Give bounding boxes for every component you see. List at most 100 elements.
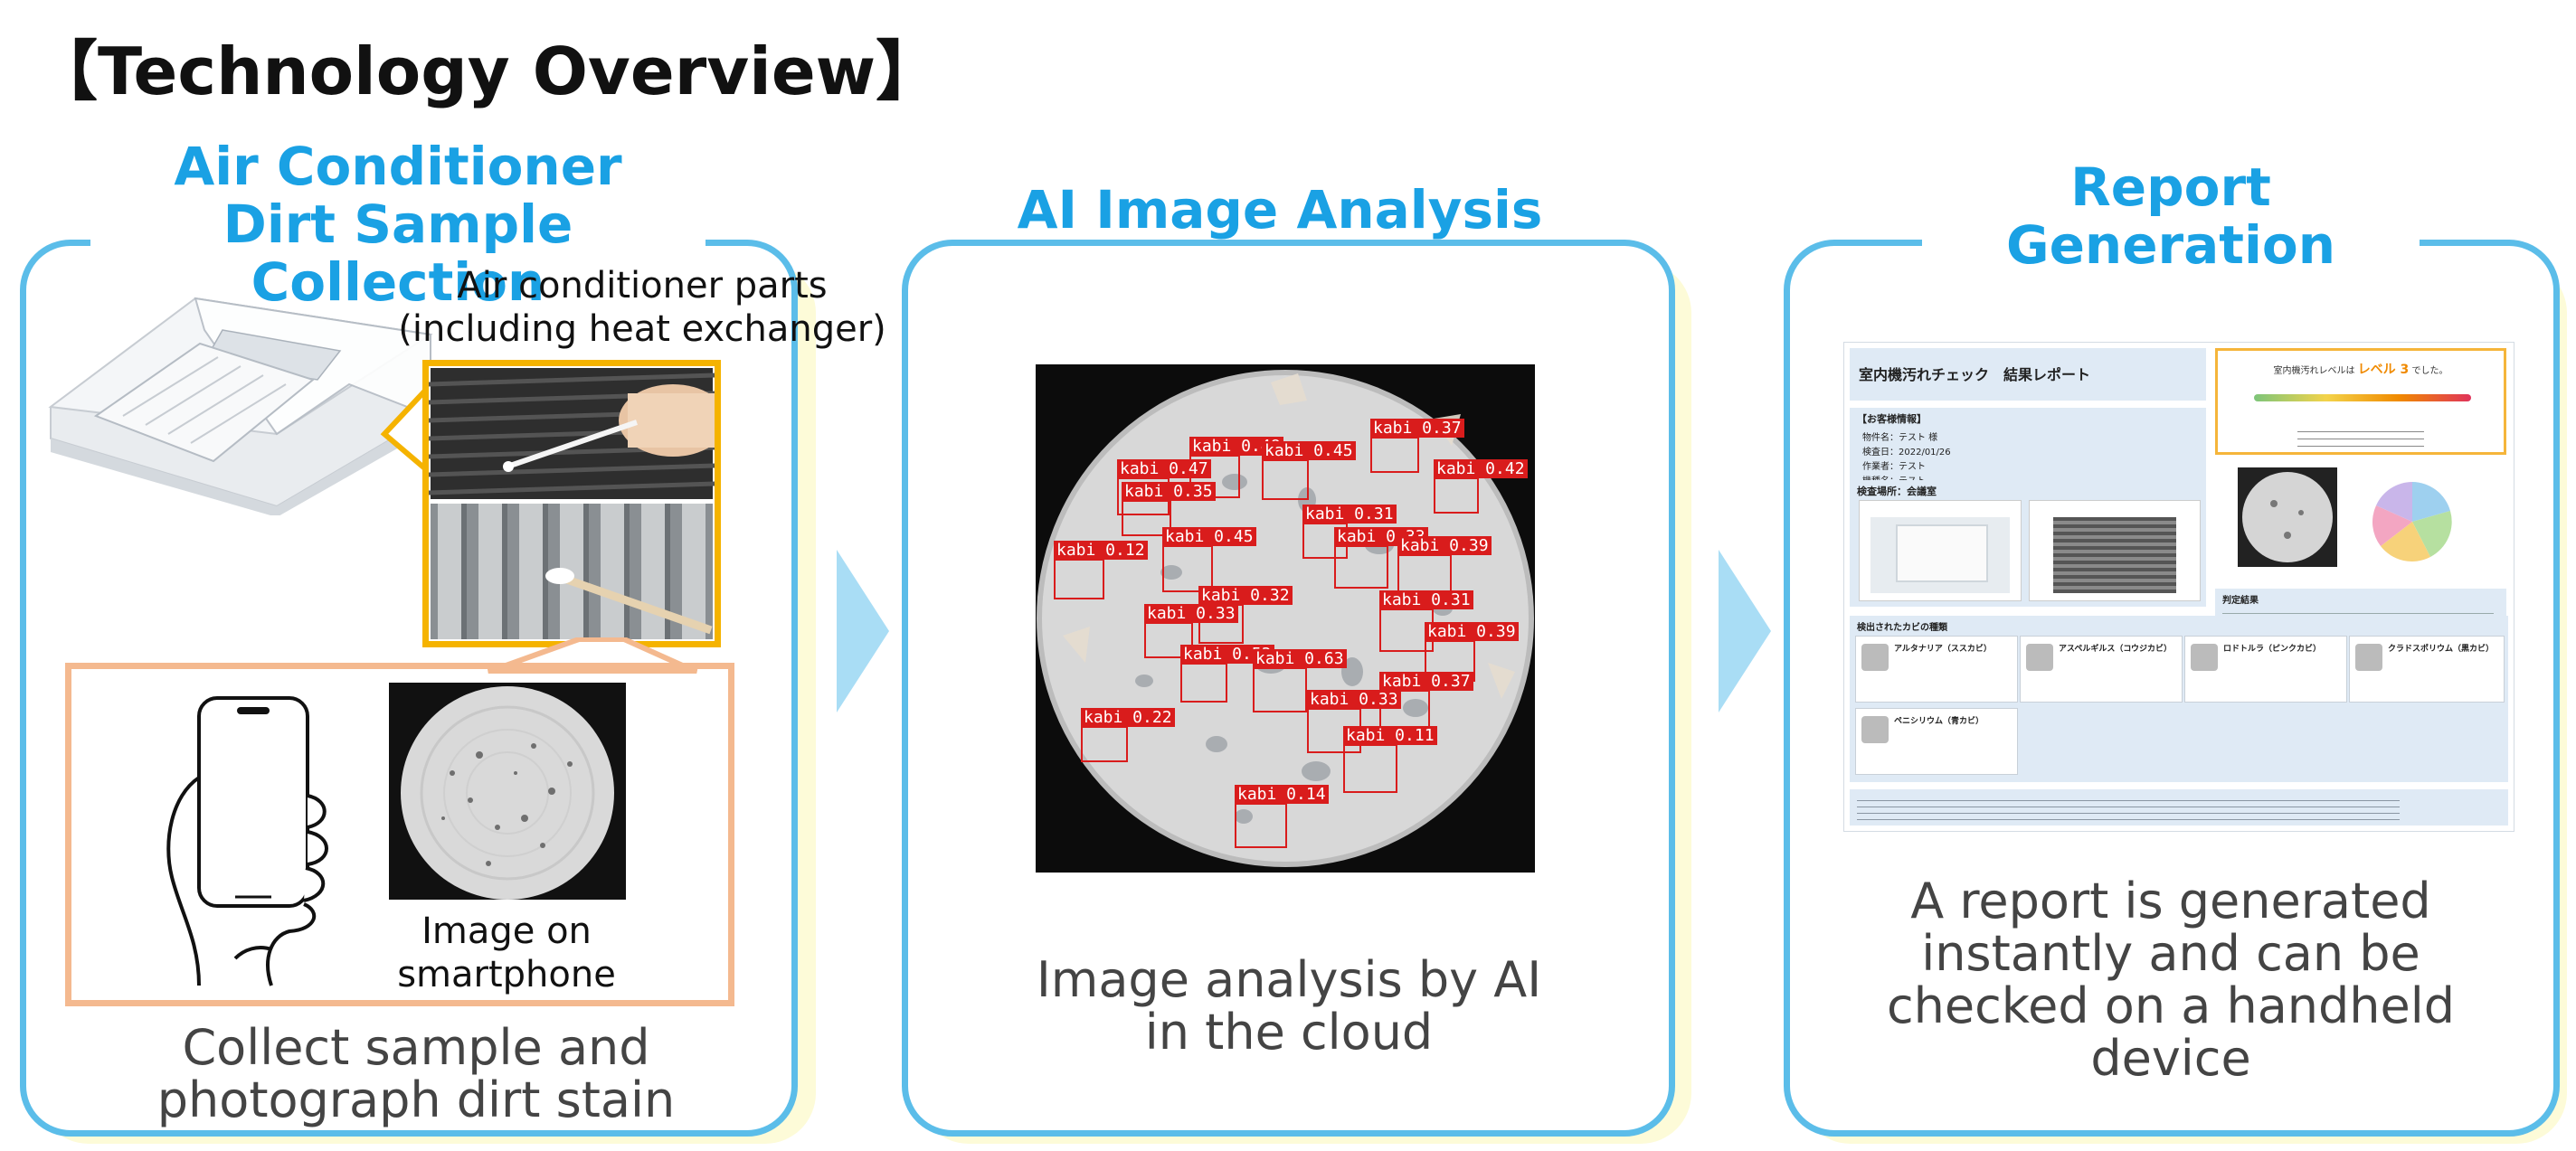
report-title-block bbox=[1850, 348, 2206, 401]
detection-label: kabi 0.11 bbox=[1343, 726, 1437, 745]
report-fungi-card-4: クラドスポリウム（黒カビ） bbox=[2349, 636, 2505, 703]
heading-analysis: AI Image Analysis bbox=[990, 181, 1569, 239]
page-title: 【Technology Overview】 bbox=[33, 33, 942, 109]
detection-box: kabi 0.45 bbox=[1262, 441, 1356, 500]
report-fungi-name-1: アルタナリア（ススカビ） bbox=[1894, 645, 1992, 654]
detection-box: kabi 0.32 bbox=[1198, 586, 1293, 644]
detection-box: kabi 0.22 bbox=[1081, 708, 1175, 762]
heading-report: Report Generation bbox=[1922, 158, 2420, 274]
detection-box: kabi 0.45 bbox=[1162, 527, 1256, 592]
heading-collection-line1: Air Conditioner bbox=[174, 136, 622, 197]
caption-report-line2: instantly and can be bbox=[1921, 925, 2420, 982]
parts-photos bbox=[428, 368, 727, 639]
detection-box: kabi 0.53 bbox=[1180, 645, 1274, 703]
report-fungi-heading: 検出されたカビの種類 bbox=[1857, 623, 1947, 633]
detection-label: kabi 0.33 bbox=[1307, 690, 1401, 709]
report-level-prefix: 室内機汚れレベルは bbox=[2273, 366, 2355, 376]
caption-analysis-line1: Image analysis by AI bbox=[1036, 951, 1542, 1008]
detection-label: kabi 0.32 bbox=[1198, 586, 1293, 605]
report-preview: 室内機汚れチェック 結果レポート 【お客様情報】 物件名：テスト 様 検査日：2… bbox=[1843, 342, 2514, 832]
heading-collection-line2: Dirt Sample Collection bbox=[223, 193, 573, 313]
report-fungi-name-3: ロドトルラ（ピンクカビ） bbox=[2223, 645, 2322, 654]
detection-box: kabi 0.33 bbox=[1334, 527, 1428, 589]
detection-label: kabi 0.39 bbox=[1397, 536, 1492, 555]
report-pie-chart bbox=[2372, 482, 2452, 561]
caption-collection-line2: photograph dirt stain bbox=[156, 1071, 676, 1128]
smartphone-sample-image bbox=[389, 683, 626, 900]
detection-box: kabi 0.37 bbox=[1370, 419, 1464, 473]
report-fungi-card-1: アルタナリア（ススカビ） bbox=[1855, 636, 2018, 703]
detection-box: kabi 0.31 bbox=[1379, 590, 1473, 652]
smartphone-frame bbox=[65, 663, 734, 1006]
smartphone-label: Image on smartphone bbox=[353, 910, 660, 996]
detection-label: kabi 0.47 bbox=[1117, 459, 1211, 478]
detection-label: kabi 0.37 bbox=[1379, 672, 1473, 691]
detection-box: kabi 0.35 bbox=[1122, 482, 1216, 536]
report-customer-item-2: 検査日：2022/01/26 bbox=[1862, 448, 1951, 458]
heading-report-line1: Report bbox=[2070, 156, 2271, 218]
detection-label: kabi 0.12 bbox=[1054, 541, 1148, 560]
report-fungi-card-3: ロドトルラ（ピンクカビ） bbox=[2184, 636, 2347, 703]
report-location: 検査場所：会議室 bbox=[1857, 486, 1937, 497]
report-level-line: 室内機汚れレベルは レベル 3 でした。 bbox=[2218, 360, 2504, 378]
report-fungi-card-2: アスペルギルス（コウジカビ） bbox=[2020, 636, 2183, 703]
detection-box: kabi 0.31 bbox=[1302, 505, 1397, 559]
report-fungi-name-5: ペニシリウム（青カビ） bbox=[1894, 717, 1984, 726]
arrow-right-icon bbox=[837, 550, 889, 712]
heading-report-line2: Generation bbox=[2005, 214, 2336, 276]
report-level-bar bbox=[2254, 394, 2471, 401]
report-judgement: 判定結果 bbox=[2222, 596, 2259, 606]
detection-box: kabi 0.11 bbox=[1343, 726, 1437, 793]
report-level-value: レベル 3 bbox=[2357, 363, 2410, 377]
report-customer-item-1: 物件名：テスト 様 bbox=[1862, 433, 1938, 443]
detection-box: kabi 0.42 bbox=[1434, 459, 1528, 514]
report-ac-photo bbox=[1859, 500, 2022, 601]
caption-analysis: Image analysis by AI in the cloud bbox=[959, 954, 1619, 1059]
detection-label: kabi 0.31 bbox=[1302, 505, 1397, 524]
detection-label: kabi 0.14 bbox=[1235, 785, 1329, 804]
detection-label: kabi 0.33 bbox=[1144, 604, 1238, 623]
caption-report-line4: device bbox=[2090, 1030, 2251, 1087]
detection-label: kabi 0.63 bbox=[1253, 649, 1347, 668]
heading-collection: Air Conditioner Dirt Sample Collection bbox=[90, 137, 706, 311]
report-customer-item-3: 作業者：テスト bbox=[1862, 462, 1926, 472]
detection-box: kabi 0.12 bbox=[1054, 541, 1148, 599]
report-sample-thumb bbox=[2238, 467, 2337, 567]
detection-box: kabi 0.14 bbox=[1235, 785, 1329, 848]
detection-label: kabi 0.37 bbox=[1370, 419, 1464, 438]
caption-report-line1: A report is generated bbox=[1910, 873, 2431, 929]
smartphone-label-line2: smartphone bbox=[397, 954, 616, 995]
detection-label: kabi 0.45 bbox=[1262, 441, 1356, 460]
detection-label: kabi 0.53 bbox=[1180, 645, 1274, 664]
ac-unit-illustration bbox=[48, 297, 433, 515]
detection-label: kabi 0.22 bbox=[1081, 708, 1175, 727]
caption-analysis-line2: in the cloud bbox=[1144, 1004, 1434, 1061]
parts-label: Air conditioner parts (including heat ex… bbox=[389, 264, 895, 351]
report-level-suffix: でした。 bbox=[2411, 366, 2448, 376]
smartphone-label-line1: Image on bbox=[421, 910, 592, 952]
detection-box: kabi 0.39 bbox=[1425, 622, 1519, 682]
parts-label-line2: (including heat exchanger) bbox=[398, 308, 886, 350]
detection-label: kabi 0.31 bbox=[1379, 590, 1473, 609]
detection-box: kabi 0.33 bbox=[1144, 604, 1238, 658]
detection-label: kabi 0.48 bbox=[1189, 437, 1283, 456]
detection-label: kabi 0.42 bbox=[1434, 459, 1528, 478]
parts-label-line1: Air conditioner parts bbox=[457, 265, 828, 307]
detection-label: kabi 0.45 bbox=[1162, 527, 1256, 546]
detection-label: kabi 0.35 bbox=[1122, 482, 1216, 501]
arrow-right-icon-2 bbox=[1719, 550, 1771, 712]
caption-report: A report is generated instantly and can … bbox=[1850, 875, 2492, 1085]
report-level-box: 室内機汚れレベルは レベル 3 でした。 bbox=[2215, 348, 2506, 455]
report-fungi-card-5: ペニシリウム（青カビ） bbox=[1855, 708, 2018, 775]
report-filter-photo bbox=[2029, 500, 2201, 601]
detection-box: kabi 0.33 bbox=[1307, 690, 1401, 753]
caption-collection-line1: Collect sample and bbox=[182, 1019, 650, 1076]
hand-smartphone-icon bbox=[166, 696, 328, 986]
caption-collection: Collect sample and photograph dirt stain bbox=[90, 1022, 742, 1127]
report-fungi-name-4: クラドスポリウム（黒カビ） bbox=[2388, 645, 2495, 654]
parts-photo-frame bbox=[422, 360, 727, 647]
report-fungi-name-2: アスペルギルス（コウジカビ） bbox=[2059, 645, 2173, 654]
detection-label: kabi 0.39 bbox=[1425, 622, 1519, 641]
